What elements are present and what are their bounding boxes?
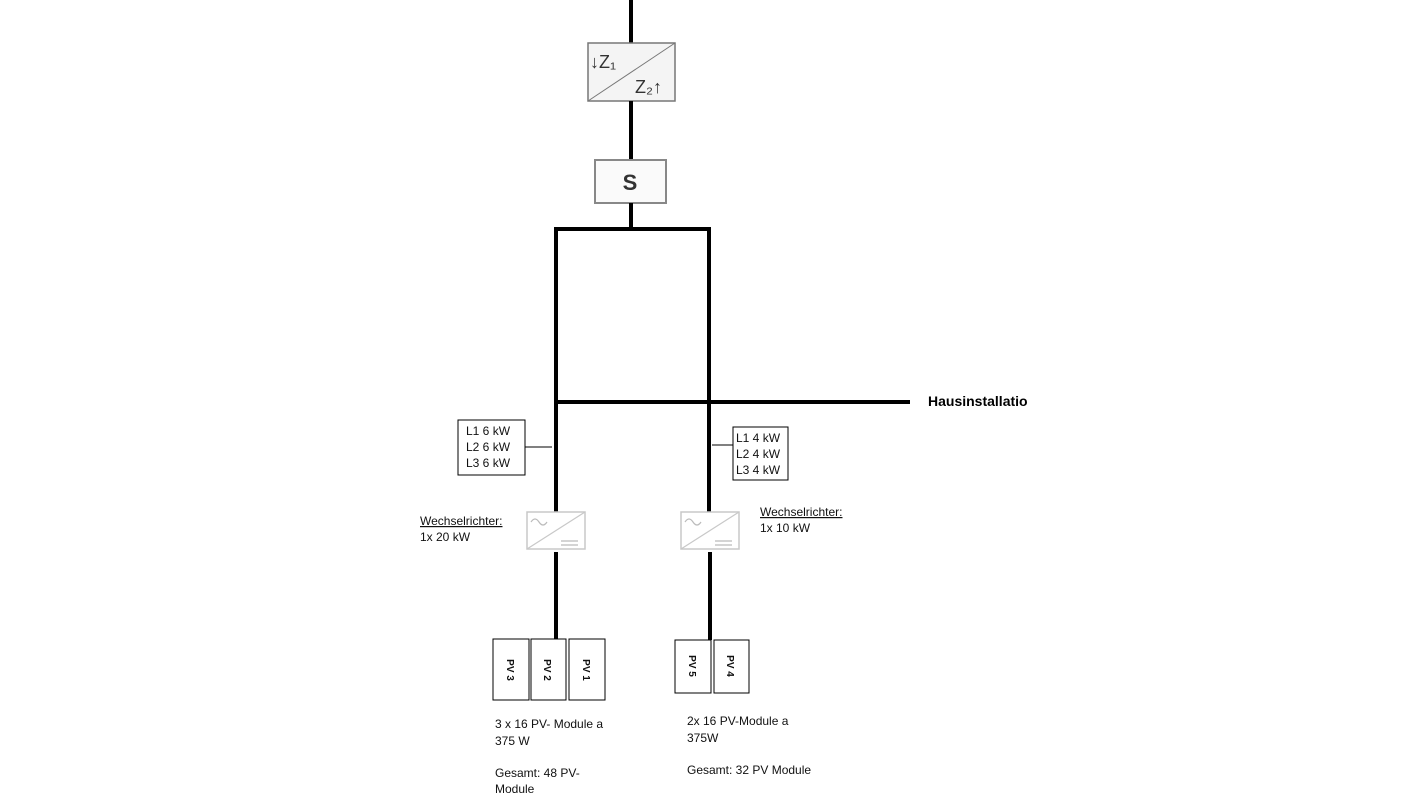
left-phase-l1: L1 6 kW — [466, 424, 511, 438]
right-inverter-value: 1x 10 kW — [760, 521, 811, 535]
left-phase-box: L1 6 kW L2 6 kW L3 6 kW — [457, 419, 552, 476]
right-inverter-title: Wechselrichter: — [760, 505, 842, 519]
right-desc-line1: 2x 16 PV-Module a — [687, 714, 789, 728]
pv-panel-1: PV 1 — [568, 638, 606, 701]
left-total-line1: Gesamt: 48 PV- — [495, 766, 580, 780]
switch-label: S — [623, 170, 638, 195]
right-phase-l3: L3 4 kW — [736, 463, 781, 477]
right-phase-l1: L1 4 kW — [736, 431, 781, 445]
meter-z2-label: Z₂↑ — [635, 77, 662, 97]
left-inverter-value: 1x 20 kW — [420, 530, 471, 544]
left-inverter-title: Wechselrichter: — [420, 514, 502, 528]
pv-panel-4: PV 4 — [713, 639, 750, 694]
pv-panel-3: PV 3 — [492, 638, 530, 701]
pv-panel-3-label: PV 3 — [504, 659, 515, 681]
left-total-line2: Module — [495, 782, 535, 796]
pv-panel-4-label: PV 4 — [724, 655, 735, 677]
left-phase-l2: L2 6 kW — [466, 440, 511, 454]
left-inverter-icon — [526, 511, 586, 550]
bidirectional-meter: ↓Z₁ Z₂↑ — [587, 42, 676, 102]
left-desc-line1: 3 x 16 PV- Module a — [495, 717, 603, 731]
pv-panel-5-label: PV 5 — [686, 655, 697, 677]
right-phase-box: L1 4 kW L2 4 kW L3 4 kW — [712, 426, 789, 481]
right-desc-line2: 375W — [687, 731, 719, 745]
left-desc-line2: 375 W — [495, 734, 530, 748]
pv-panel-2-label: PV 2 — [541, 659, 552, 681]
right-phase-l2: L2 4 kW — [736, 447, 781, 461]
meter-z1-label: ↓Z₁ — [590, 52, 616, 72]
main-switch: S — [594, 159, 667, 204]
pv-panel-1-label: PV 1 — [580, 659, 591, 681]
house-installation-label: Hausinstallatio — [928, 393, 1028, 409]
right-total-line1: Gesamt: 32 PV Module — [687, 763, 811, 777]
right-inverter-icon — [680, 511, 740, 550]
pv-panel-2: PV 2 — [530, 638, 567, 701]
pv-panel-5: PV 5 — [674, 639, 712, 694]
left-phase-l3: L3 6 kW — [466, 456, 511, 470]
distribution-bus — [554, 227, 910, 512]
